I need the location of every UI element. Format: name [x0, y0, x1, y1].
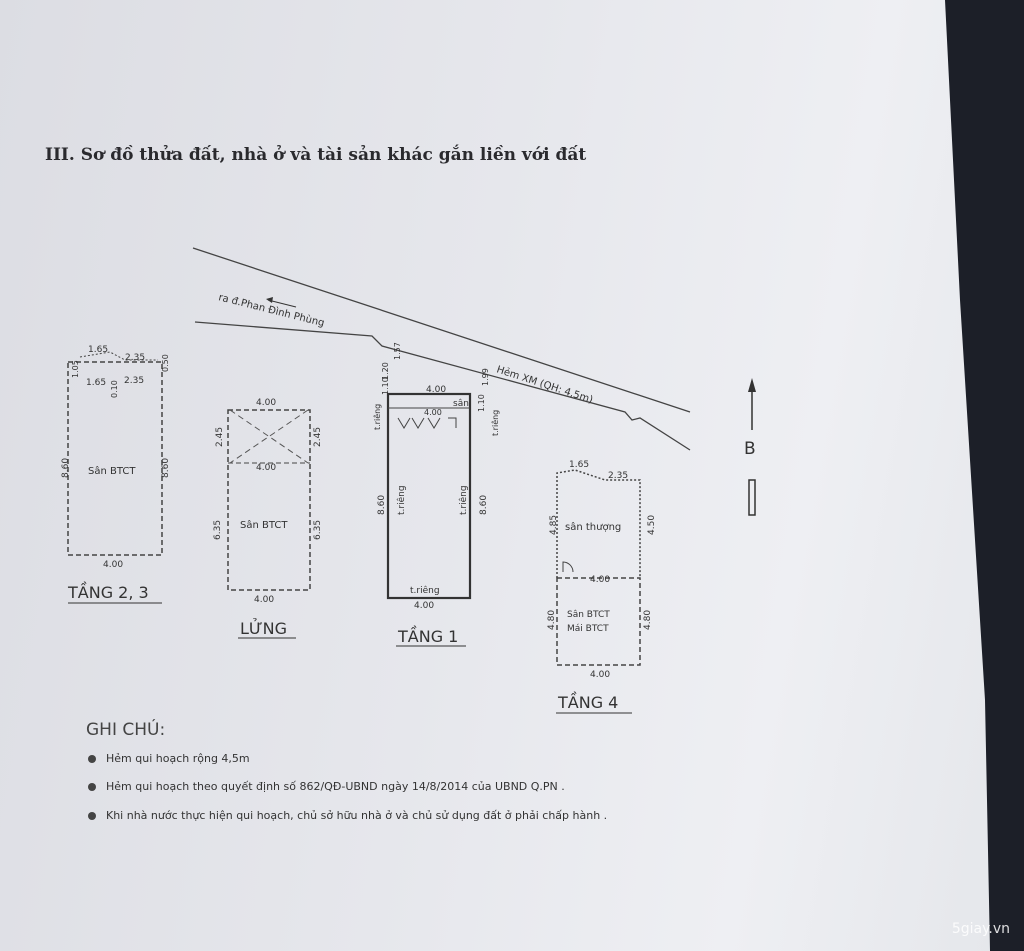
notes-heading: GHI CHÚ:: [86, 720, 166, 740]
street-label: ra đ.Phan Đình Phùng: [217, 291, 325, 329]
svg-text:1.57: 1.57: [393, 342, 402, 360]
floor-plan-tang-4: 1.65 2.35 4.85 4.50 sân thượng 4.00 4.80…: [547, 460, 657, 714]
svg-text:0.50: 0.50: [161, 354, 170, 372]
floor-plan-tang-1: 4.00 sân 4.00 1.57 1.10 1.20 1.99 1.10 t…: [372, 342, 500, 647]
svg-text:2.45: 2.45: [215, 427, 225, 447]
floor-title: TẦNG 1: [397, 625, 458, 646]
svg-text:1.65: 1.65: [569, 460, 589, 470]
section-title: III. Sơ đồ thửa đất, nhà ở và tài sản kh…: [45, 145, 587, 165]
floor-plan-lung: 4.00 4.00 2.45 2.45 6.35 6.35 Sân BTCT 4…: [213, 398, 323, 639]
svg-text:8.60: 8.60: [61, 458, 71, 478]
svg-text:Sân BTCT: Sân BTCT: [88, 465, 136, 477]
svg-text:1.10: 1.10: [381, 377, 390, 395]
svg-text:2.45: 2.45: [313, 427, 323, 447]
svg-text:Sân BTCT: Sân BTCT: [567, 610, 610, 620]
floor-title: TẦNG 2, 3: [67, 581, 149, 602]
north-arrow-icon: B: [744, 378, 756, 516]
svg-text:1.05: 1.05: [71, 360, 80, 378]
svg-text:8.60: 8.60: [377, 495, 387, 515]
svg-text:4.00: 4.00: [590, 670, 610, 680]
svg-text:8.60: 8.60: [479, 495, 489, 515]
svg-text:t.riêng: t.riêng: [410, 585, 440, 596]
alley-label: Hẻm XM (QH: 4,5m): [495, 363, 595, 406]
north-label: B: [744, 439, 756, 459]
svg-text:4.50: 4.50: [647, 515, 657, 535]
note-item: Hẻm qui hoạch theo quyết định số 862/QĐ-…: [88, 780, 565, 793]
svg-text:4.00: 4.00: [256, 463, 276, 473]
svg-text:t.riêng: t.riêng: [372, 404, 382, 430]
floor-title: LỬNG: [240, 618, 287, 638]
bullet-icon: [88, 754, 96, 763]
note-item: Hẻm qui hoạch rộng 4,5m: [88, 752, 250, 765]
bullet-icon: [88, 811, 96, 820]
svg-text:1.65: 1.65: [88, 345, 108, 355]
floor-title: TẦNG 4: [557, 691, 618, 712]
svg-text:2.35: 2.35: [125, 353, 145, 363]
floor-plan-tang-2-3: 1.65 2.35 1.65 2.35 1.05 0.50 0.10 8.60 …: [61, 345, 171, 604]
svg-text:6.35: 6.35: [313, 520, 323, 540]
note-item: Khi nhà nước thực hiện qui hoạch, chủ sở…: [88, 809, 607, 822]
svg-text:4.80: 4.80: [547, 610, 557, 630]
svg-text:Mái BTCT: Mái BTCT: [567, 624, 609, 634]
svg-text:4.00: 4.00: [254, 595, 274, 605]
svg-text:2.35: 2.35: [124, 376, 144, 386]
svg-text:6.35: 6.35: [213, 520, 223, 540]
svg-text:8.60: 8.60: [161, 458, 171, 478]
svg-text:t.riêng: t.riêng: [396, 485, 407, 515]
svg-text:t.riêng: t.riêng: [490, 410, 500, 436]
svg-text:4.85: 4.85: [549, 515, 559, 535]
svg-text:4.00: 4.00: [426, 385, 446, 395]
svg-text:4.80: 4.80: [643, 610, 653, 630]
svg-text:sân: sân: [453, 399, 469, 409]
svg-text:1.10: 1.10: [477, 394, 486, 412]
road: [192, 247, 691, 451]
svg-text:4.00: 4.00: [103, 560, 123, 570]
svg-text:t.riêng: t.riêng: [458, 485, 469, 515]
svg-text:4.00: 4.00: [590, 575, 610, 585]
svg-text:1.99: 1.99: [481, 368, 490, 386]
svg-text:1.20: 1.20: [381, 362, 390, 380]
watermark: 5giay.vn: [951, 921, 1010, 937]
svg-text:4.00: 4.00: [424, 408, 442, 417]
svg-text:2.35: 2.35: [608, 471, 628, 481]
svg-text:4.00: 4.00: [256, 398, 276, 408]
svg-text:1.65: 1.65: [86, 378, 106, 388]
svg-text:Sân BTCT: Sân BTCT: [240, 519, 288, 531]
svg-text:sân thượng: sân thượng: [565, 521, 621, 533]
svg-text:4.00: 4.00: [414, 601, 434, 611]
svg-text:0.10: 0.10: [110, 380, 119, 398]
bullet-icon: [88, 782, 96, 791]
left-arrow-icon: [266, 297, 297, 308]
